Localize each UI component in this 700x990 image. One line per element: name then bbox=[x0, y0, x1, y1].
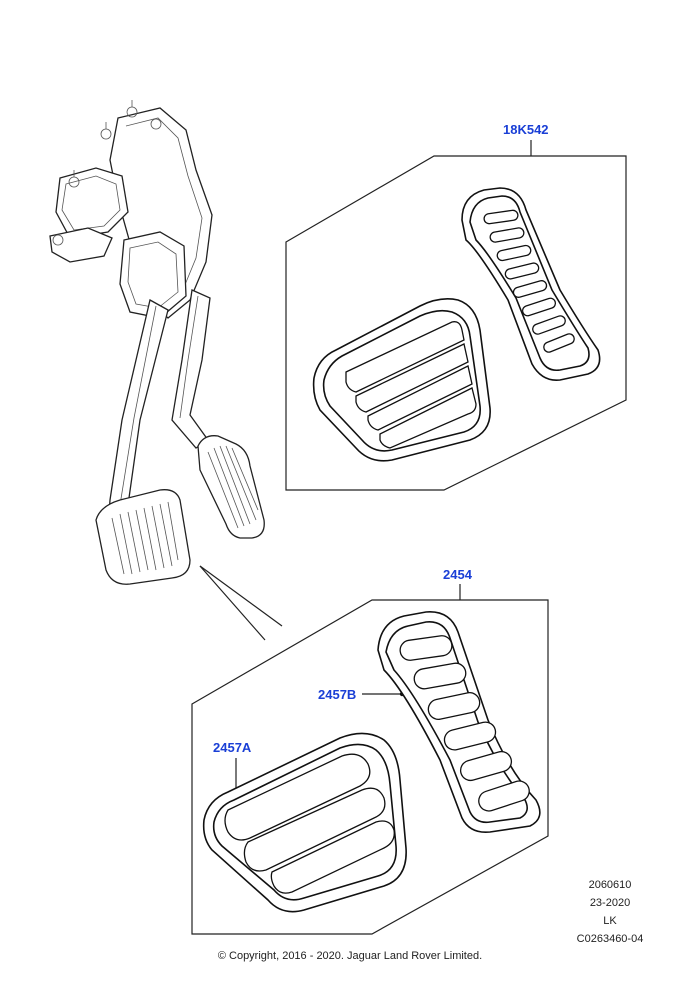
kit-frame-top bbox=[285, 140, 627, 491]
kit-frame-bottom bbox=[191, 584, 549, 935]
pedal-box-assembly bbox=[49, 100, 265, 585]
callout-2457A[interactable]: 2457A bbox=[213, 740, 252, 755]
accelerator-pad-top bbox=[461, 187, 601, 381]
accelerator-pad-bottom bbox=[377, 611, 541, 834]
brake-pad-top bbox=[312, 298, 491, 462]
reference-line-4: C0263460-04 bbox=[576, 933, 644, 945]
copyright-notice: © Copyright, 2016 - 2020. Jaguar Land Ro… bbox=[217, 950, 483, 962]
reference-line-1: 2060610 bbox=[588, 879, 632, 891]
callout-2454[interactable]: 2454 bbox=[443, 567, 472, 582]
callout-2457B[interactable]: 2457B bbox=[318, 687, 357, 702]
brake-pad-bottom bbox=[202, 732, 407, 913]
callout-18K542[interactable]: 18K542 bbox=[503, 122, 549, 137]
pointer-lines bbox=[199, 565, 283, 641]
reference-line-3: LK bbox=[603, 915, 617, 927]
reference-line-2: 23-2020 bbox=[589, 897, 631, 909]
